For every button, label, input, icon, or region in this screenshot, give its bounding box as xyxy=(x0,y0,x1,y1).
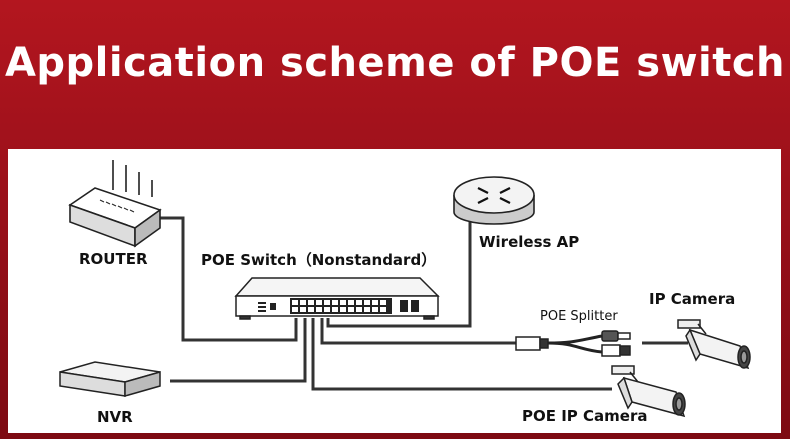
poe-ip-camera-label: POE IP Camera xyxy=(522,407,648,425)
nvr-label: NVR xyxy=(97,408,133,426)
nvr-link xyxy=(170,318,307,383)
wireless-ap-label: Wireless AP xyxy=(479,233,580,251)
router-icon xyxy=(68,160,162,248)
router-label: ROUTER xyxy=(79,250,148,268)
ip-camera-label: IP Camera xyxy=(649,290,736,308)
page-title: Application scheme of POE switch xyxy=(4,40,786,86)
ip-camera-icon xyxy=(677,319,751,370)
poe-camera-link xyxy=(311,318,612,391)
router-link xyxy=(160,216,298,342)
ap-link xyxy=(326,222,472,328)
poe-ip-camera-icon xyxy=(611,365,686,418)
poe-switch-label: POE Switch（Nonstandard） xyxy=(201,251,437,269)
poe-splitter-icon xyxy=(515,330,631,357)
nvr-icon xyxy=(59,361,161,397)
wireless-ap-icon xyxy=(453,176,535,225)
poe-switch-icon xyxy=(234,277,440,320)
poe-splitter-label: POE Splitter xyxy=(540,309,618,324)
splitter-link xyxy=(320,318,516,345)
